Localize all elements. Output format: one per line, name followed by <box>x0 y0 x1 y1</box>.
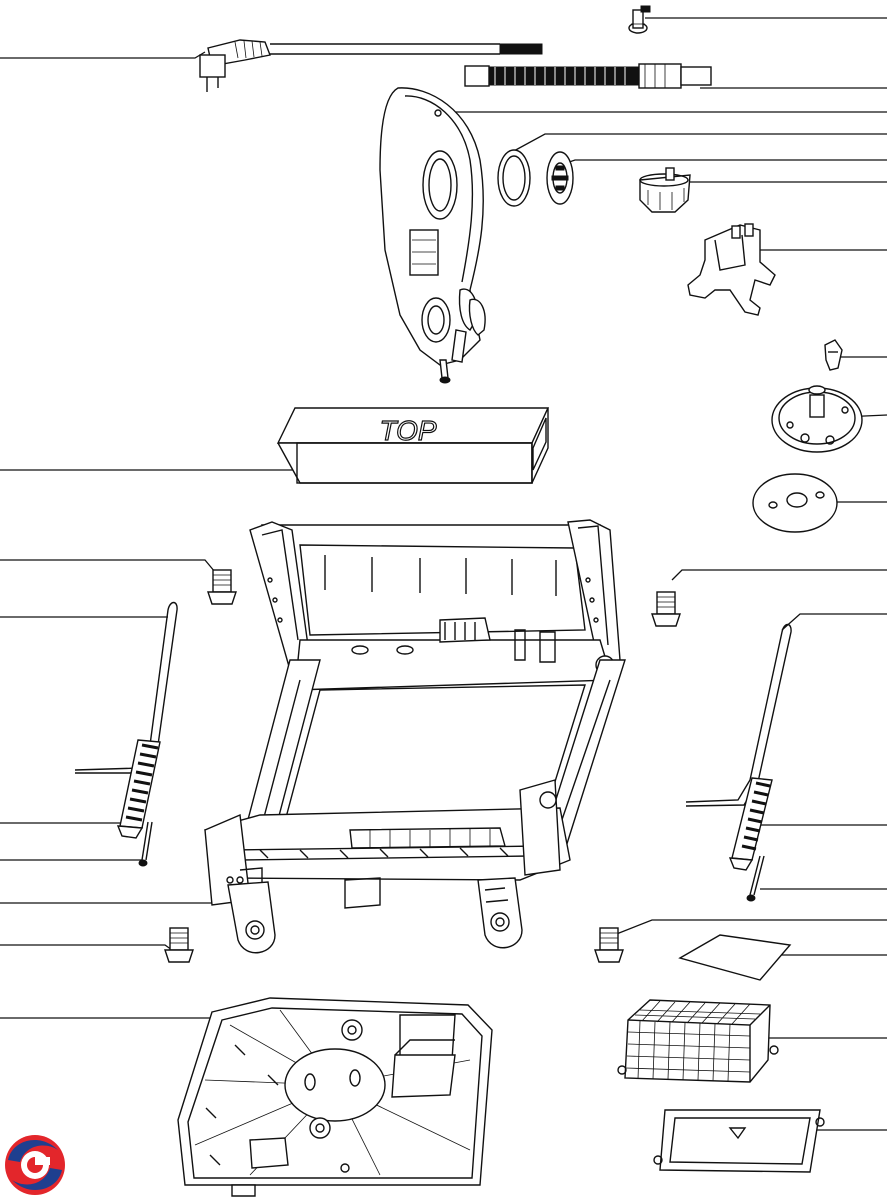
spring-right <box>728 777 773 871</box>
leader-foot-bl <box>0 944 173 951</box>
base-plate <box>177 997 493 1197</box>
leveling-foot-top-right <box>651 591 681 627</box>
power-cord <box>199 39 543 92</box>
main-frame <box>203 519 626 954</box>
leader-foot-tl <box>0 559 216 573</box>
leader-power-cord <box>0 51 206 59</box>
leader-bearing <box>551 159 887 169</box>
leveling-foot-top-left <box>207 569 237 605</box>
leveling-foot-bottom-right <box>594 927 624 963</box>
screw-left <box>138 821 153 867</box>
leveling-foot-bottom-left <box>164 927 194 963</box>
bottom-tray <box>653 1109 825 1173</box>
tub-cover <box>379 87 486 384</box>
spring-left <box>116 739 161 839</box>
valve-part <box>628 5 651 34</box>
screw-right <box>746 855 765 902</box>
leader-foot-tr <box>671 569 887 581</box>
filter-sheet <box>678 934 792 981</box>
leader-rod-right <box>781 613 887 631</box>
mount-bracket <box>687 223 776 316</box>
pulsator-base <box>771 385 863 453</box>
leader-seal-ring <box>511 133 887 153</box>
drain-hose <box>464 63 712 89</box>
suspension-rod-right <box>685 623 792 807</box>
top-box: TOP <box>276 407 550 484</box>
top-box-label: TOP <box>379 415 436 446</box>
seal-ring <box>497 149 531 207</box>
leader-coupling <box>667 181 887 189</box>
disc-plate <box>752 473 838 533</box>
coupling <box>639 167 691 213</box>
small-clip <box>824 339 843 371</box>
brand-logo <box>5 1135 65 1195</box>
leader-foot-br <box>613 919 887 936</box>
bearing <box>546 151 574 205</box>
suspension-rod-left <box>74 601 178 774</box>
wire-basket <box>617 999 779 1083</box>
